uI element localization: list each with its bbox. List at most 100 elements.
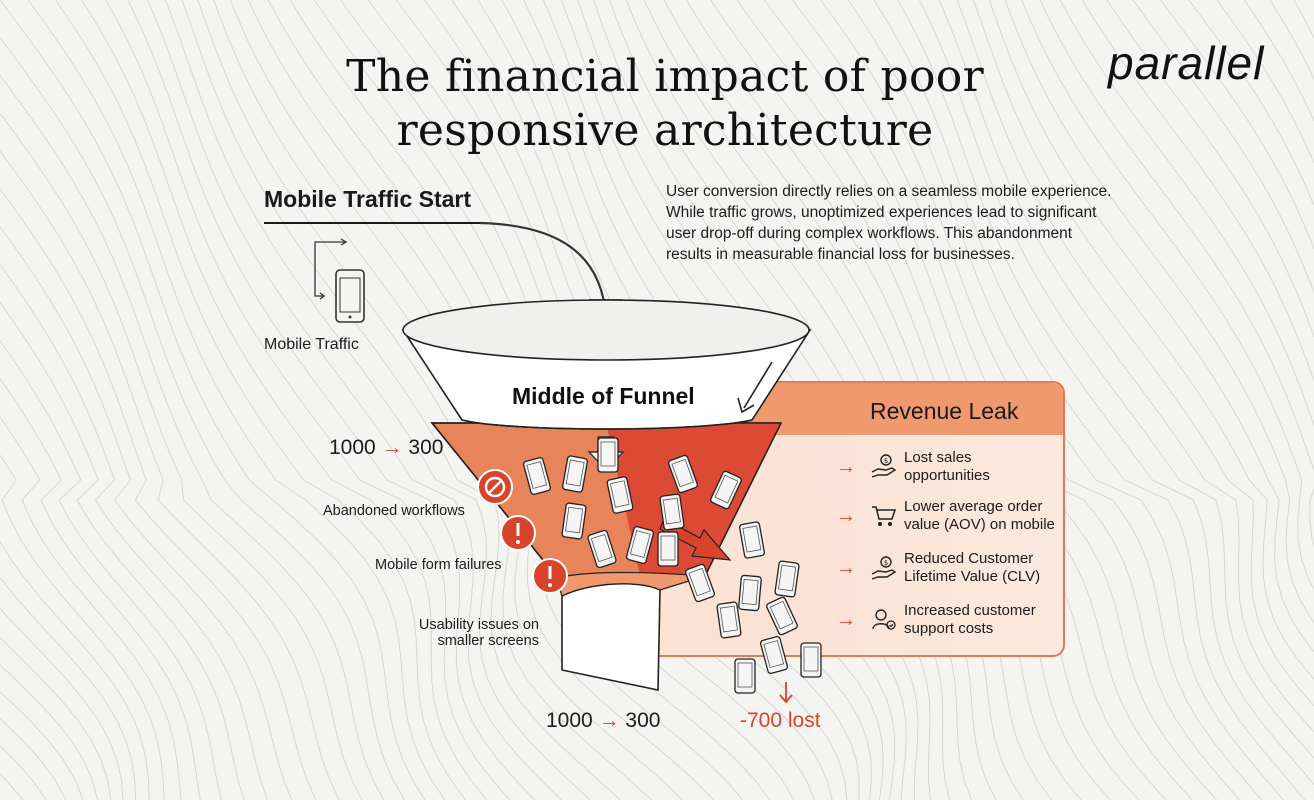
leak-item-line1: Lower average order bbox=[904, 498, 1043, 515]
phone-icon bbox=[800, 642, 822, 678]
phone-icon bbox=[657, 531, 679, 567]
background-line bbox=[27, 0, 446, 800]
arrow-right-icon: → bbox=[836, 557, 856, 579]
background-line bbox=[919, 0, 1314, 759]
count-to: 300 bbox=[625, 709, 661, 732]
mobile-traffic-start-heading: Mobile Traffic Start bbox=[264, 186, 472, 212]
phone-icon bbox=[738, 574, 762, 612]
issue-line1: Usability issues on bbox=[418, 617, 539, 633]
background-line bbox=[988, 0, 1314, 653]
leak-item-line2: support costs bbox=[904, 620, 994, 637]
issue-usability: Usability issues on smaller screens bbox=[416, 617, 539, 649]
background-line bbox=[0, 664, 99, 800]
background-line bbox=[1216, 0, 1314, 165]
background-line bbox=[0, 263, 268, 800]
phone-icon bbox=[710, 470, 742, 510]
background-line bbox=[1081, 0, 1314, 383]
funnel-top-section bbox=[401, 299, 812, 430]
background-line bbox=[873, 0, 1306, 800]
background-line bbox=[0, 0, 426, 800]
curved-flow-arrow bbox=[479, 221, 608, 319]
background-line bbox=[1039, 0, 1314, 548]
phone-icon bbox=[734, 658, 756, 694]
phone-icon bbox=[739, 521, 765, 559]
background-line bbox=[105, 0, 511, 800]
phone-icon bbox=[759, 636, 789, 674]
issue-abandoned-workflows: Abandoned workflows bbox=[323, 503, 465, 519]
title-line-2: responsive architecture bbox=[396, 105, 934, 156]
phone-icon bbox=[625, 526, 655, 564]
background-line bbox=[0, 301, 245, 800]
page-title: The financial impact of poor responsive … bbox=[270, 50, 1060, 158]
upper-count: 1000 → 300 bbox=[329, 436, 443, 460]
background-line bbox=[197, 0, 652, 800]
title-line-1: The financial impact of poor bbox=[346, 51, 984, 102]
background-line bbox=[0, 225, 293, 800]
hand-coin-icon: $ bbox=[871, 556, 897, 580]
hand-coin-icon: $ bbox=[871, 454, 897, 478]
background-line bbox=[127, 0, 535, 800]
count-to: 300 bbox=[408, 436, 444, 459]
count-from: 1000 bbox=[546, 709, 593, 732]
background-line bbox=[897, 0, 1314, 786]
background-line bbox=[1132, 0, 1314, 294]
background-line bbox=[0, 112, 363, 800]
phone-icon bbox=[659, 493, 685, 531]
background-line bbox=[1021, 0, 1314, 591]
description-paragraph: User conversion directly relies on a sea… bbox=[666, 183, 1112, 263]
background-line bbox=[1004, 0, 1314, 624]
leak-item-line2: opportunities bbox=[904, 467, 990, 484]
phone-icon bbox=[606, 476, 634, 514]
lower-count: 1000 → 300 bbox=[546, 709, 660, 733]
arrow-right-icon: → bbox=[836, 609, 856, 631]
phone-icon bbox=[522, 457, 552, 495]
background-line bbox=[1106, 0, 1314, 338]
no-entry-icon bbox=[477, 469, 513, 505]
phone-icon bbox=[597, 437, 619, 473]
leak-item-support-costs: Increased customer support costs bbox=[904, 602, 1064, 638]
arrow-right-icon: → bbox=[381, 436, 403, 459]
background-line bbox=[0, 187, 317, 800]
arrow-head-icon bbox=[737, 397, 755, 414]
background-line bbox=[55, 0, 466, 800]
falling-phones-group bbox=[522, 437, 822, 694]
exclamation-icon bbox=[500, 515, 536, 551]
phone-icon bbox=[561, 502, 587, 540]
leak-item-lower-aov: Lower average order value (AOV) on mobil… bbox=[904, 498, 1064, 534]
cart-icon bbox=[872, 506, 897, 526]
arrow-right-icon: → bbox=[598, 709, 620, 732]
funnel-stage-label: Middle of Funnel bbox=[512, 383, 695, 409]
background-line bbox=[0, 150, 340, 800]
leak-pointer-line bbox=[743, 361, 773, 409]
background-line bbox=[0, 377, 201, 800]
background-line bbox=[147, 0, 562, 800]
mobile-traffic-label: Mobile Traffic bbox=[264, 336, 359, 353]
phone-icon bbox=[716, 601, 742, 639]
background-line bbox=[1160, 0, 1314, 251]
background-line bbox=[938, 0, 1314, 733]
leak-item-line1: Lost sales bbox=[904, 449, 972, 466]
phone-icon bbox=[774, 560, 800, 598]
funnel-spout bbox=[555, 571, 706, 691]
leak-item-reduced-clv: Reduced Customer Lifetime Value (CLV) bbox=[904, 550, 1064, 586]
lost-count: -700 lost bbox=[740, 709, 821, 732]
brand-logo: parallel bbox=[1108, 37, 1265, 89]
issue-form-failures: Mobile form failures bbox=[375, 557, 502, 573]
svg-text:$: $ bbox=[884, 457, 888, 465]
background-line bbox=[0, 454, 165, 800]
background-line bbox=[165, 0, 591, 800]
leak-item-lost-sales: Lost sales opportunities bbox=[904, 449, 1064, 485]
mobile-phone-icon bbox=[314, 238, 365, 323]
leak-item-line1: Reduced Customer bbox=[904, 550, 1034, 567]
exclamation-icon bbox=[532, 558, 568, 594]
phone-icon bbox=[667, 454, 699, 494]
issue-line2: smaller screens bbox=[437, 633, 539, 649]
count-from: 1000 bbox=[329, 436, 376, 459]
background-line bbox=[0, 74, 385, 800]
arrow-right-icon: → bbox=[836, 505, 856, 527]
background-line bbox=[1188, 0, 1314, 208]
phone-icon bbox=[684, 563, 716, 603]
phone-icon bbox=[587, 529, 617, 569]
background-line bbox=[0, 416, 182, 800]
background-line bbox=[1059, 0, 1314, 427]
